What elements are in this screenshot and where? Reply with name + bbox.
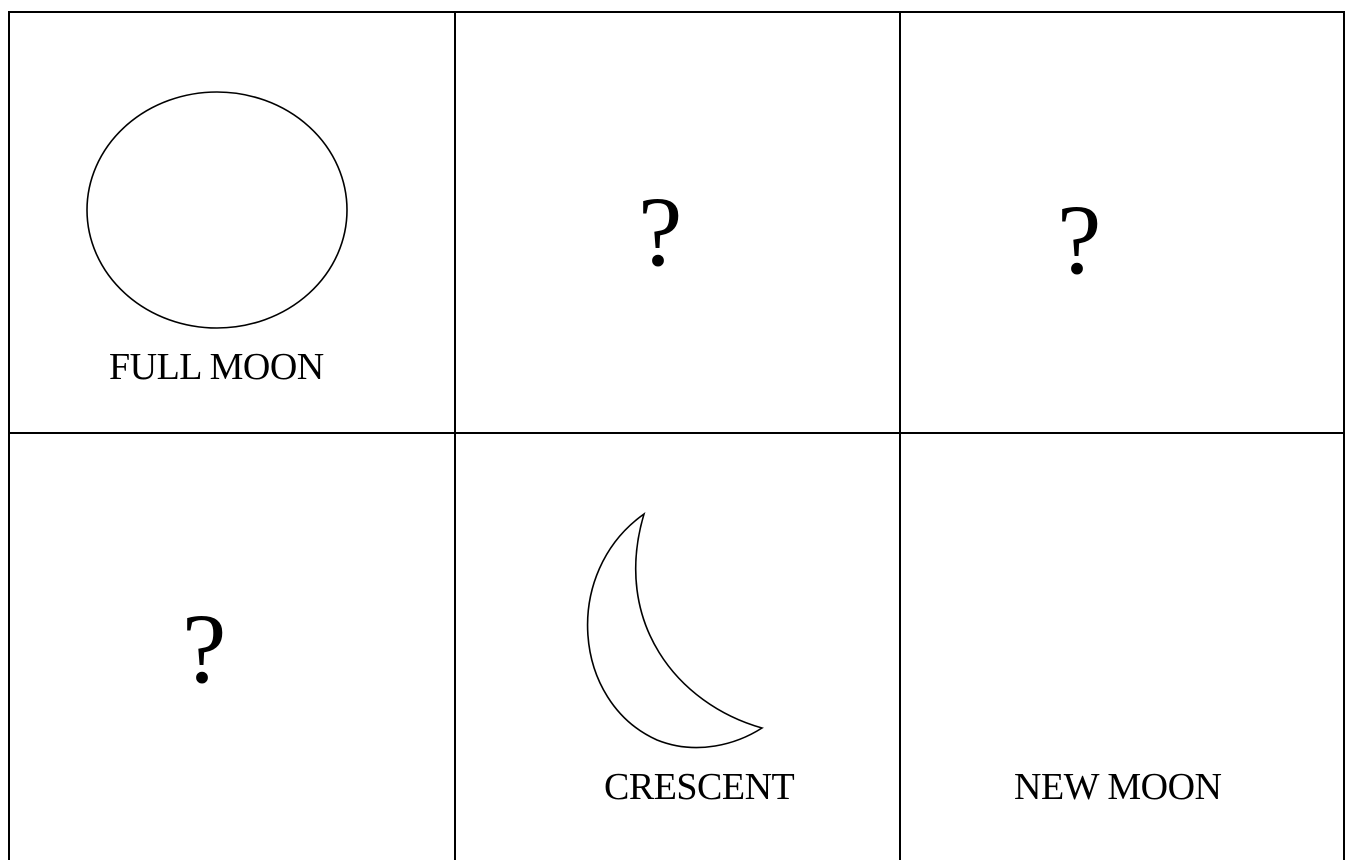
moon-phase-grid: FULL MOON ? ? ? CRESCENT NEW MOON — [8, 11, 1345, 860]
cell-full-moon: FULL MOON — [10, 13, 454, 432]
full-moon-icon — [86, 91, 350, 331]
question-mark: ? — [1057, 190, 1101, 290]
cell-new-moon: NEW MOON — [901, 434, 1345, 862]
cell-unknown-1: ? — [456, 13, 899, 432]
cell-unknown-2: ? — [901, 13, 1345, 432]
cell-crescent: CRESCENT — [456, 434, 899, 862]
crescent-moon-icon — [582, 512, 782, 752]
cell-unknown-3: ? — [10, 434, 454, 862]
full-moon-label: FULL MOON — [109, 345, 324, 389]
crescent-label: CRESCENT — [604, 765, 794, 809]
new-moon-label: NEW MOON — [1014, 765, 1221, 809]
question-mark: ? — [182, 599, 226, 699]
question-mark: ? — [638, 182, 682, 282]
